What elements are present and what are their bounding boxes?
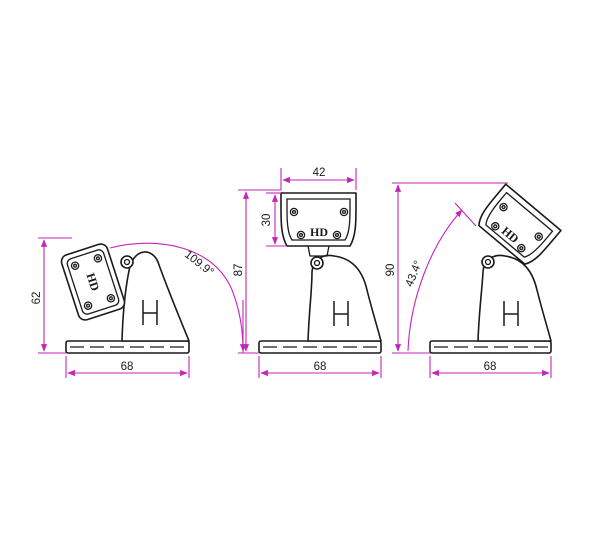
brand-label: HD	[84, 271, 103, 293]
dimension-head-height-30: 30	[261, 192, 287, 247]
base-plate	[258, 340, 382, 354]
head-module: HD	[280, 192, 357, 257]
pivot-ring	[120, 255, 134, 269]
base-letter-h	[503, 301, 519, 326]
head-module: HD	[60, 243, 126, 321]
top-width-value: 42	[313, 167, 326, 179]
head-module: HD	[478, 183, 562, 265]
width-value: 68	[484, 361, 497, 373]
angle-value: 43.4°	[404, 259, 425, 289]
width-value: 68	[121, 361, 134, 373]
pivot-ring	[310, 256, 324, 270]
view-tilted-left: HD 62 68 109.9°	[31, 237, 247, 378]
head-height-value: 30	[261, 214, 273, 227]
base-letter-h	[142, 300, 158, 325]
height-value: 90	[385, 264, 397, 277]
dimension-height-62: 62	[31, 237, 72, 354]
height-value: 62	[31, 292, 43, 305]
base-letter-h	[333, 301, 349, 326]
dimension-width-68: 68	[258, 356, 382, 378]
base-plate	[65, 340, 190, 354]
dimension-height-90: 90	[385, 182, 508, 354]
brand-label: HD	[310, 225, 328, 239]
view-tilted-right: HD 90 43.4° 68	[385, 182, 562, 378]
dimension-angle: 43.4°	[404, 202, 477, 352]
dimension-top-width-42: 42	[280, 167, 357, 190]
base-plate	[429, 340, 552, 354]
dimension-width-68: 68	[429, 356, 552, 378]
bracket-arm	[307, 254, 382, 342]
bracket-arm	[121, 251, 190, 342]
dimension-height-87: 87	[233, 189, 281, 354]
width-value: 68	[314, 361, 327, 373]
angle-value: 109.9°	[182, 249, 216, 279]
bracket-arm	[477, 254, 552, 342]
dimension-width-68: 68	[65, 356, 190, 378]
view-upright: HD 42 30 87 68	[233, 167, 382, 378]
pivot-ring	[481, 255, 495, 269]
height-value: 87	[233, 264, 245, 277]
